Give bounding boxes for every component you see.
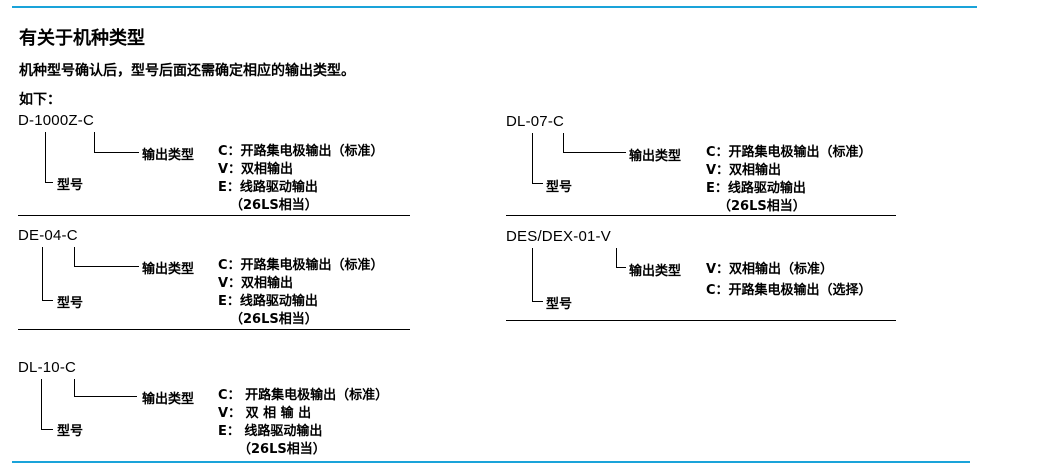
- output-bracket: [616, 248, 626, 268]
- option-line: （26LS相当）: [718, 199, 806, 214]
- output-bracket: [74, 247, 139, 267]
- model-code: D-1000Z-C: [18, 112, 94, 129]
- model-label: 型号: [57, 296, 84, 311]
- option-line: E：线路驱动输出: [706, 181, 806, 196]
- model-label: 型号: [546, 297, 573, 312]
- option-line: C： 开路集电极输出（标准）: [218, 388, 389, 403]
- block-separator: [506, 215, 896, 216]
- intro-text: 机种型号确认后，型号后面还需确定相应的输出类型。: [19, 63, 355, 79]
- bottom-rule: [12, 461, 970, 463]
- model-label: 型号: [57, 178, 84, 193]
- option-line: V：双相输出（标准）: [706, 262, 834, 277]
- output-type-label: 输出类型: [142, 262, 195, 277]
- output-bracket: [563, 133, 626, 153]
- option-line: （26LS相当）: [230, 198, 318, 213]
- option-line: E：线路驱动输出: [218, 180, 318, 195]
- page-title: 有关于机种类型: [19, 28, 145, 49]
- output-options: C： 开路集电极输出（标准） V： 双 相 输 出 E： 线路驱动输出 （26L…: [218, 387, 388, 459]
- option-line: C：开路集电极输出（标准）: [706, 145, 872, 160]
- model-bracket: [42, 247, 53, 301]
- model-label: 型号: [57, 424, 84, 439]
- model-code: DE-04-C: [18, 227, 78, 244]
- output-type-label: 输出类型: [142, 148, 195, 163]
- output-bracket: [94, 132, 139, 153]
- model-bracket: [41, 379, 53, 430]
- output-bracket: [74, 379, 137, 397]
- option-line: （26LS相当）: [230, 312, 318, 327]
- model-code: DL-10-C: [18, 359, 77, 376]
- output-options: C：开路集电极输出（标准） V：双相输出 E：线路驱动输出 （26LS相当）: [706, 144, 872, 216]
- option-line: C：开路集电极输出（标准）: [218, 258, 384, 273]
- model-bracket: [532, 133, 543, 184]
- output-options: C：开路集电极输出（标准） V：双相输出 E：线路驱动输出 （26LS相当）: [218, 143, 384, 215]
- top-rule: [12, 6, 977, 8]
- option-line: V：双相输出: [218, 162, 294, 177]
- model-code: DL-07-C: [506, 113, 565, 130]
- option-line: C：开路集电极输出（标准）: [218, 144, 384, 159]
- output-type-label: 输出类型: [629, 264, 682, 279]
- option-line: E： 线路驱动输出: [218, 424, 323, 439]
- option-line: V： 双 相 输 出: [218, 406, 312, 421]
- as-follows-label: 如下：: [19, 92, 61, 108]
- option-line: V：双相输出: [218, 276, 294, 291]
- output-options: C：开路集电极输出（标准） V：双相输出 E：线路驱动输出 （26LS相当）: [218, 257, 384, 329]
- block-separator: [18, 215, 410, 216]
- model-code: DES/DEX-01-V: [506, 228, 611, 245]
- block-separator: [506, 320, 896, 321]
- option-line: E：线路驱动输出: [218, 294, 318, 309]
- option-line: （26LS相当）: [238, 442, 326, 457]
- block-separator: [18, 329, 410, 330]
- output-options: V：双相输出（标准） C：开路集电极输出（选择）: [706, 259, 872, 301]
- model-bracket: [45, 132, 53, 183]
- option-line: C：开路集电极输出（选择）: [706, 283, 872, 298]
- model-bracket: [532, 248, 543, 302]
- output-type-label: 输出类型: [629, 149, 682, 164]
- option-line: V：双相输出: [706, 163, 782, 178]
- output-type-label: 输出类型: [142, 392, 195, 407]
- model-label: 型号: [546, 180, 573, 195]
